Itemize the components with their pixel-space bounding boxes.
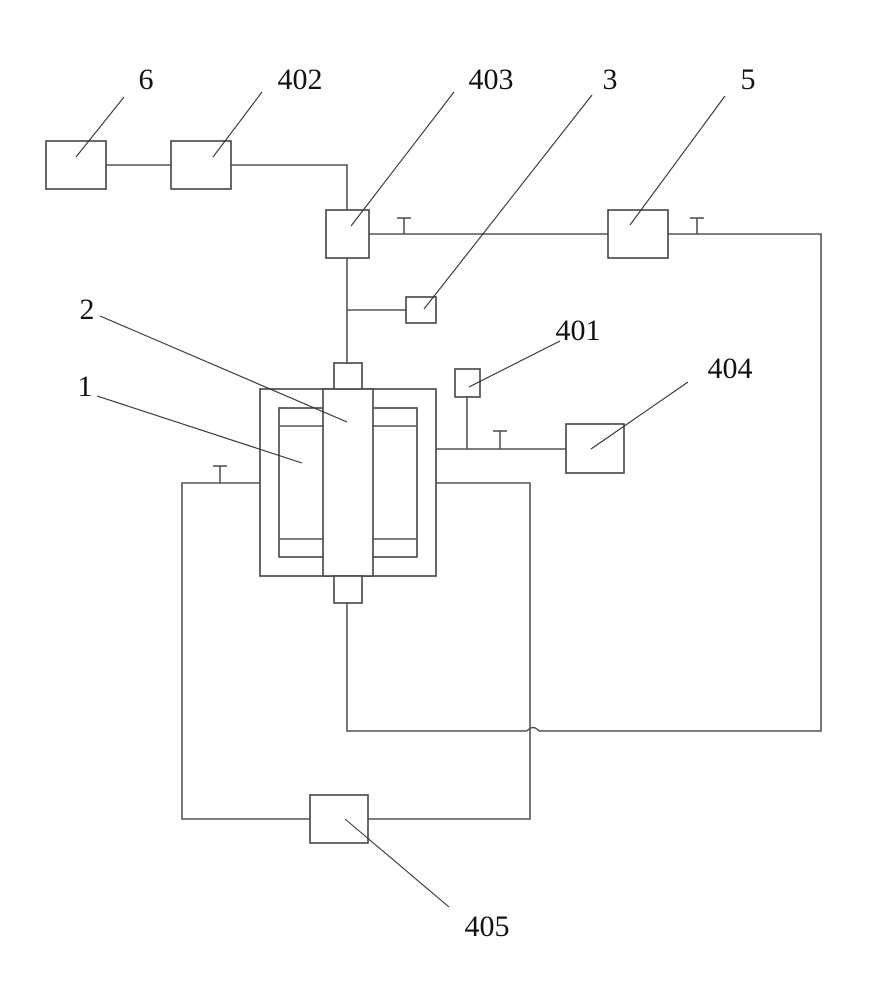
leader-403 <box>351 92 454 226</box>
label-402: 402 <box>278 63 323 96</box>
top-port <box>334 363 362 389</box>
valve-icon <box>213 466 227 483</box>
bottom-port <box>334 576 362 603</box>
component-3 <box>406 297 436 323</box>
label-1: 1 <box>78 370 93 403</box>
valve-icon <box>690 218 704 234</box>
component-405 <box>310 795 368 843</box>
component-5 <box>608 210 668 258</box>
label-6: 6 <box>139 63 154 96</box>
valve-icon <box>493 431 507 449</box>
leader-405 <box>345 819 449 907</box>
label-405: 405 <box>465 910 510 943</box>
component-403 <box>326 210 369 258</box>
leader-5 <box>630 96 725 225</box>
component-6 <box>46 141 106 189</box>
label-404: 404 <box>708 352 753 385</box>
label-403: 403 <box>469 63 514 96</box>
label-5: 5 <box>741 63 756 96</box>
leader-401 <box>469 341 560 387</box>
leader-2 <box>100 316 347 422</box>
label-401: 401 <box>556 314 601 347</box>
component-404 <box>566 424 624 473</box>
leader-404 <box>591 382 688 449</box>
label-3: 3 <box>603 63 618 96</box>
reactor-assembly <box>260 363 436 603</box>
pipe-crossover <box>527 728 539 732</box>
pipe-5-return <box>539 234 821 731</box>
pipe-bottom-return <box>347 603 527 731</box>
pipe-lines <box>106 165 821 819</box>
leader-3 <box>424 95 592 309</box>
pipe-402-403 <box>231 165 347 210</box>
leader-402 <box>213 92 262 157</box>
valve-icon <box>397 218 411 234</box>
center-column <box>323 389 373 576</box>
label-2: 2 <box>80 293 95 326</box>
component-402 <box>171 141 231 189</box>
